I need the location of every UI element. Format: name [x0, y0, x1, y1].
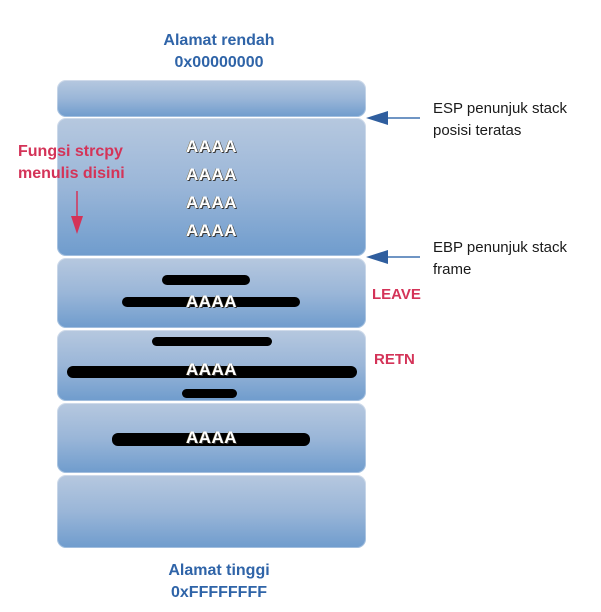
redaction-mark — [67, 366, 357, 378]
retn-label: RETN — [374, 351, 415, 368]
stack-block-saved-ebp: AAAA — [57, 258, 366, 328]
strcpy-down-arrow-icon — [71, 191, 83, 234]
esp-annotation-line1: ESP penunjuk stack — [433, 100, 567, 117]
low-address-title: Alamat rendah — [163, 32, 275, 49]
high-address-title: Alamat tinggi — [168, 562, 270, 579]
ebp-arrow-icon — [366, 250, 420, 264]
argument-value: AAAA — [185, 428, 238, 447]
redaction-mark — [122, 297, 300, 307]
esp-annotation: ESP penunjuk stack posisi teratas — [433, 98, 567, 142]
buffer-value: AAAA — [185, 221, 238, 240]
redaction-mark — [112, 433, 310, 446]
strcpy-annotation: Fungsi strcpy menulis disini — [18, 141, 125, 185]
return-address-value: AAAA — [185, 360, 238, 379]
low-address-label: Alamat rendah 0x00000000 — [99, 30, 339, 74]
stack-block-return-address: AAAA — [57, 330, 366, 401]
stack-block-buffer: AAAA AAAA AAAA AAAA — [57, 118, 366, 256]
high-address-label: Alamat tinggi 0xFFFFFFFF — [99, 560, 339, 604]
esp-arrow-icon — [366, 111, 420, 125]
ebp-annotation: EBP penunjuk stack frame — [433, 237, 567, 281]
leave-label: LEAVE — [372, 286, 421, 303]
buffer-value: AAAA — [185, 165, 238, 184]
strcpy-annotation-line2: menulis disini — [18, 165, 125, 182]
redaction-mark — [182, 389, 237, 398]
high-address-value: 0xFFFFFFFF — [171, 584, 267, 601]
buffer-value: AAAA — [185, 193, 238, 212]
redaction-mark — [162, 275, 250, 285]
stack-block-bottom — [57, 475, 366, 548]
stack-block-top — [57, 80, 366, 117]
buffer-value: AAAA — [185, 137, 238, 156]
saved-ebp-value: AAAA — [185, 292, 238, 311]
low-address-value: 0x00000000 — [174, 54, 264, 71]
ebp-annotation-line2: frame — [433, 261, 472, 278]
stack-block-argument: AAAA — [57, 403, 366, 473]
redaction-mark — [152, 337, 272, 346]
ebp-annotation-line1: EBP penunjuk stack — [433, 239, 567, 256]
esp-annotation-line2: posisi teratas — [433, 122, 522, 139]
strcpy-annotation-line1: Fungsi strcpy — [18, 143, 123, 160]
